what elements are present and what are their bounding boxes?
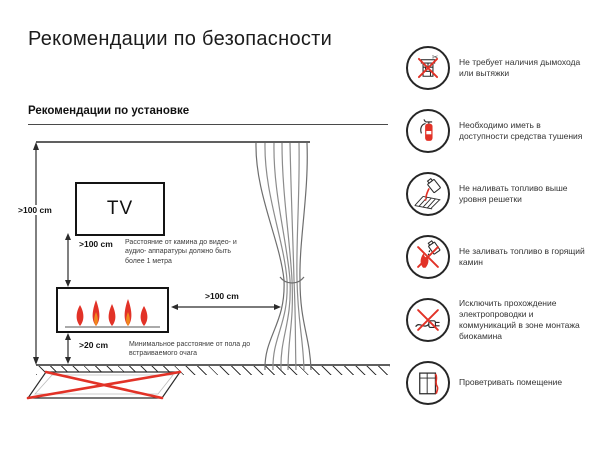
- tip-row: Проветривать помещение: [406, 355, 596, 411]
- wall-dimension-arrow: [33, 142, 39, 365]
- tip-label: Не требует наличия дымохода или вытяжки: [459, 56, 581, 78]
- floor-dimension-arrow: [65, 333, 71, 364]
- ventilation-icon: [406, 361, 450, 405]
- dimension-label-tv: >100 cm: [77, 239, 115, 249]
- note-tv-distance: Расстояние от камина до видео- и аудио- …: [125, 239, 237, 265]
- svg-text:✂: ✂: [432, 53, 438, 62]
- dimension-label-curtain: >100 cm: [203, 291, 241, 301]
- curtain-illustration: [255, 142, 312, 371]
- flames-icon: [76, 299, 148, 326]
- tip-row: Не наливать топливо выше уровня решетки: [406, 166, 596, 222]
- tip-label: Не наливать топливо выше уровня решетки: [459, 182, 568, 204]
- tip-label: Исключить прохождение электропроводки и …: [459, 297, 580, 342]
- tip-label: Не заливать топливо в горящий камин: [459, 245, 585, 267]
- extinguisher-icon: [406, 109, 450, 153]
- tip-row: Не заливать топливо в горящий камин: [406, 229, 596, 285]
- tip-label: Проветривать помещение: [459, 377, 563, 388]
- tip-row: Исключить прохождение электропроводки и …: [406, 292, 596, 348]
- tip-label: Необходимо иметь в доступности средства …: [459, 119, 583, 141]
- no-refuel-burning-icon: [406, 235, 450, 279]
- dimension-label-floor: >20 cm: [77, 340, 111, 350]
- rug-prohibited: [26, 370, 182, 400]
- no-overfill-icon: [406, 172, 450, 216]
- note-floor-distance: Минимальное расстояние от пола до встраи…: [129, 341, 251, 358]
- dimension-label-wall: >100 cm: [16, 205, 54, 215]
- no-wiring-icon: [406, 298, 450, 342]
- page-title: Рекомендации по безопасности: [28, 28, 333, 50]
- tv-dimension-arrow: [65, 233, 71, 287]
- tip-row: Необходимо иметь в доступности средства …: [406, 103, 596, 159]
- tip-row: ✂ Не требует наличия дымохода или вытяжк…: [406, 40, 596, 96]
- floor-hatching: [36, 366, 390, 375]
- red-cross-icon: [26, 370, 182, 400]
- section-subtitle: Рекомендации по установке: [28, 105, 190, 117]
- installation-diagram: [26, 141, 390, 400]
- no-chimney-icon: ✂: [406, 46, 450, 90]
- fireplace: [56, 287, 169, 333]
- section-divider: [28, 124, 388, 125]
- curtain-dimension-arrow: [171, 304, 281, 310]
- tv-box: TV: [75, 182, 165, 236]
